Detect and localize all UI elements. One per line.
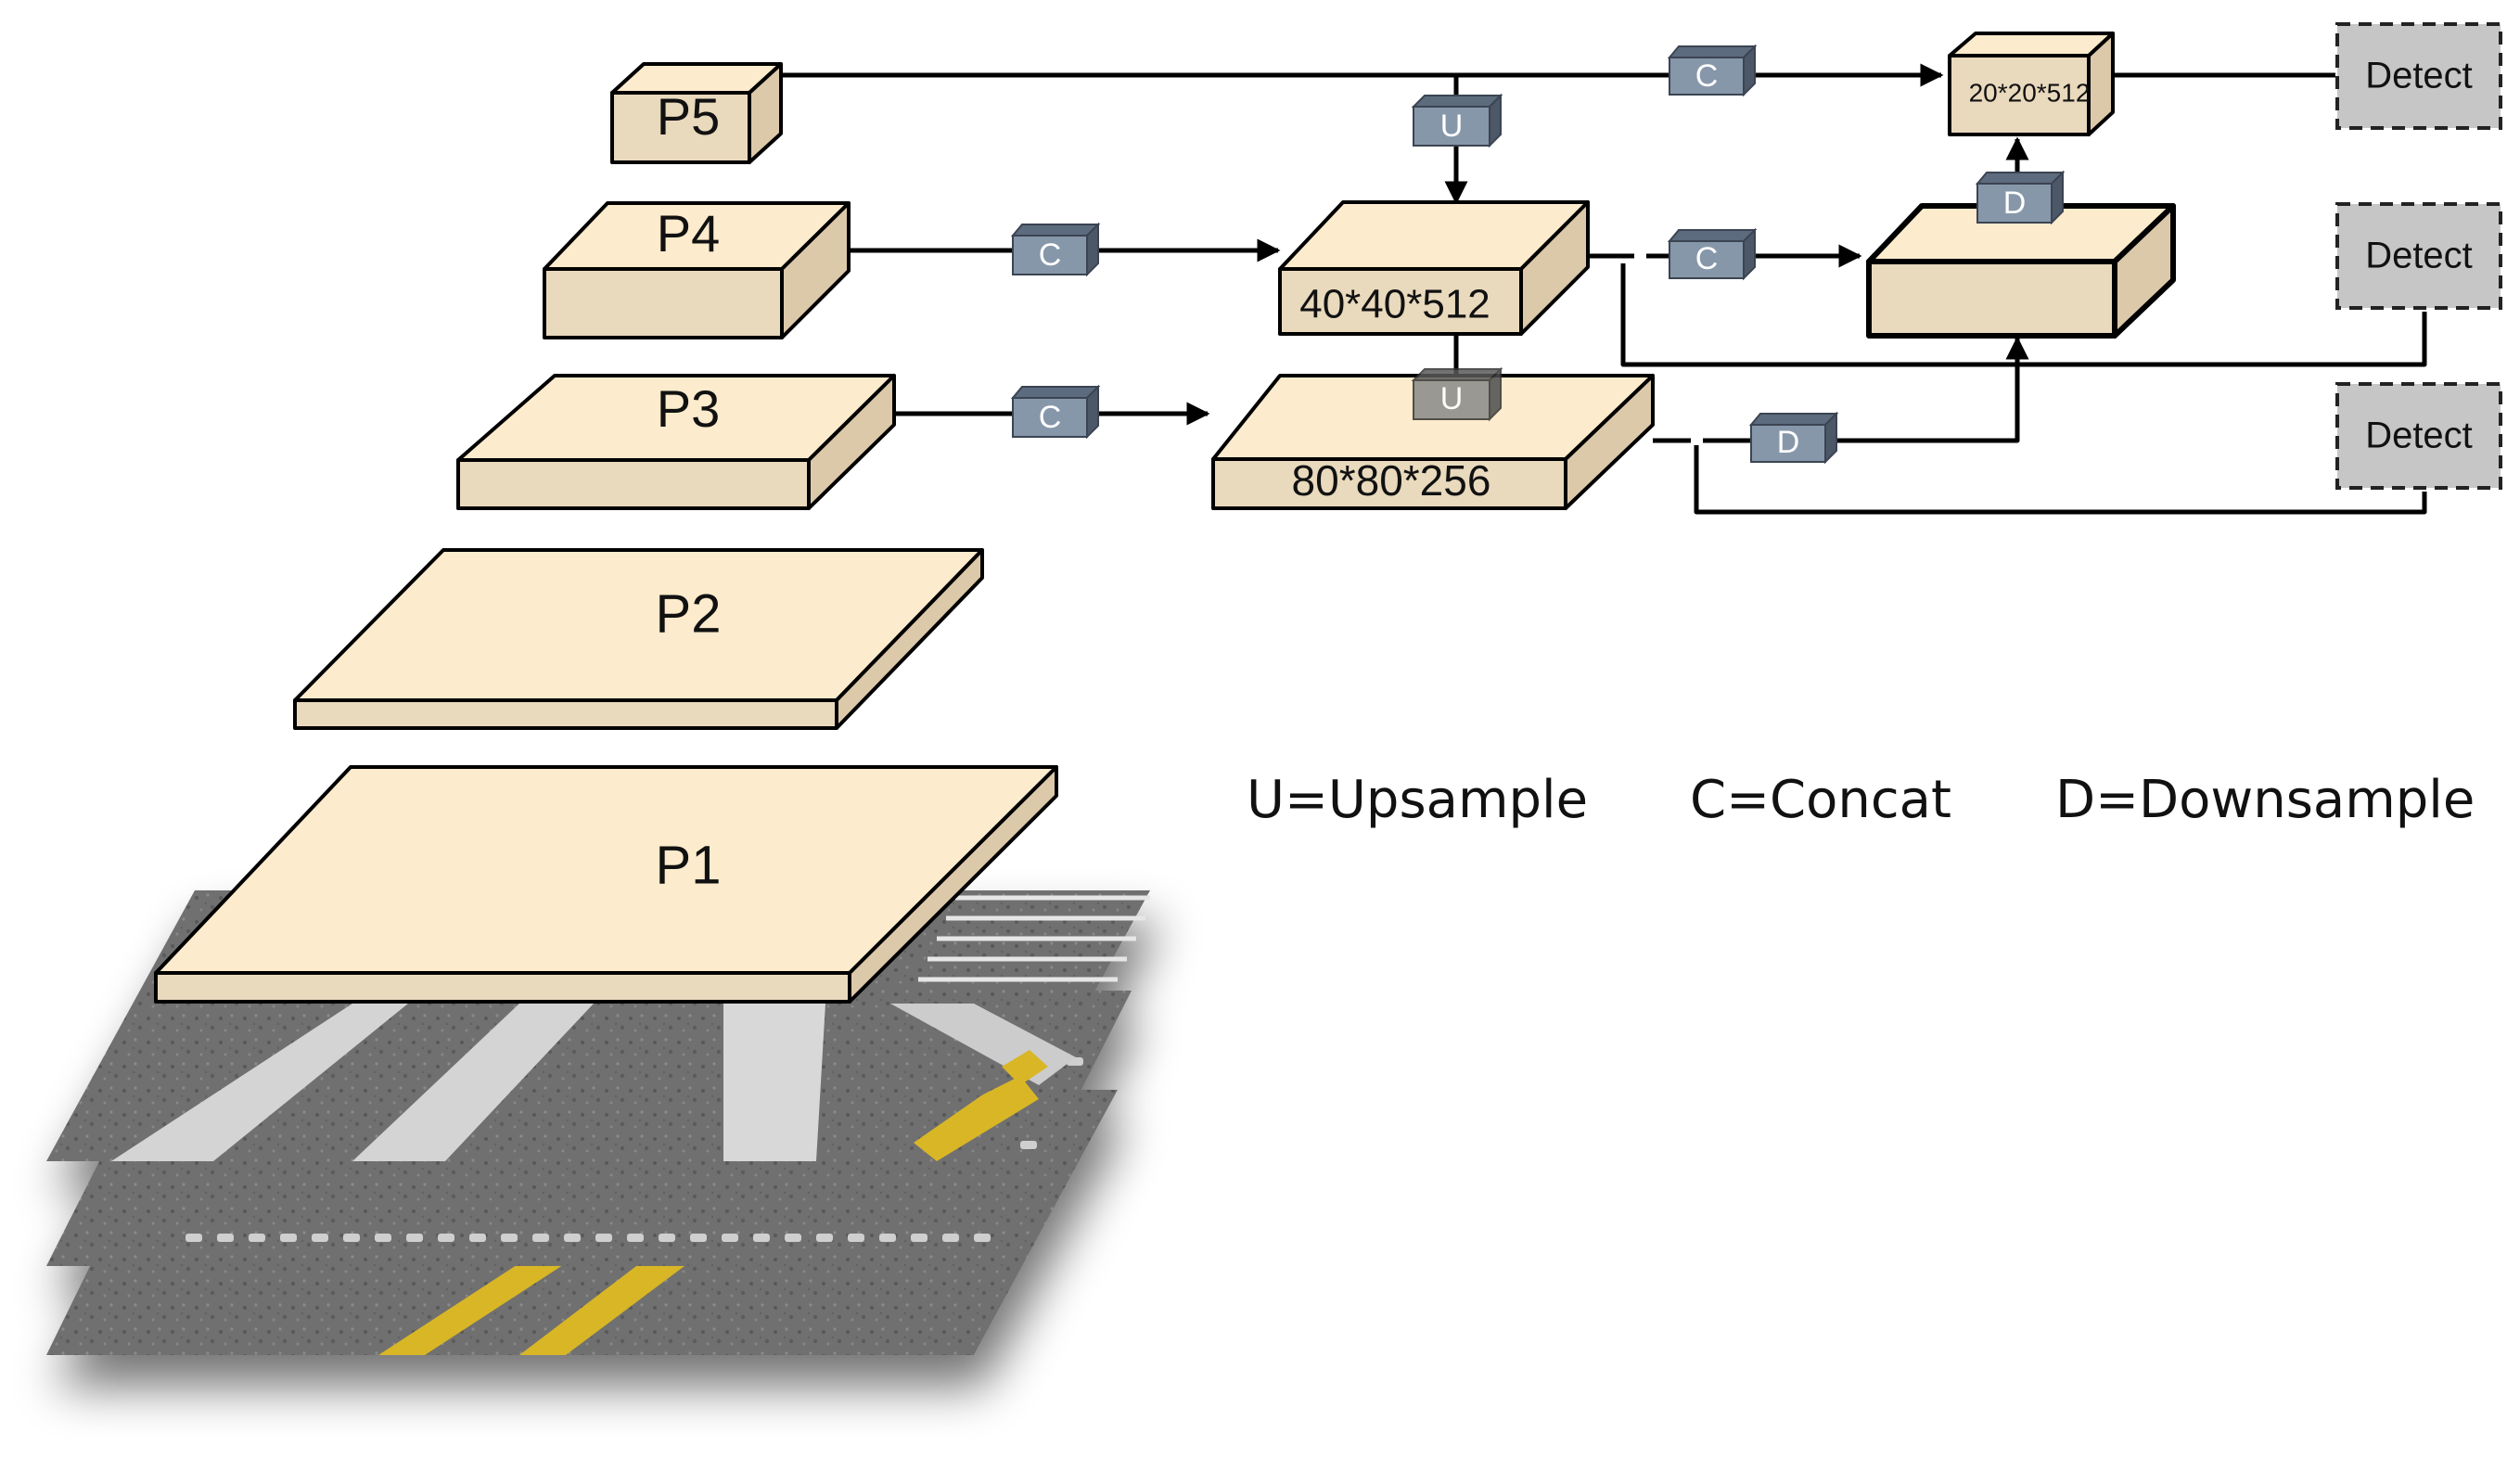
label-p1: P1	[656, 835, 722, 895]
crosswalk-stripe-1	[111, 1004, 408, 1161]
yellow-crosswalk-line-2	[1002, 1050, 1048, 1085]
dims-80x80: 80*80*256	[1292, 456, 1491, 505]
detect-label: Detect	[2365, 236, 2473, 276]
node-20x20x512: 20*20*512	[1948, 32, 2115, 136]
road-dot	[627, 1234, 644, 1242]
op-concat-40x40: C	[1667, 227, 1758, 281]
road-dot	[280, 1234, 297, 1242]
road-dot	[848, 1234, 864, 1242]
road-dot	[722, 1234, 738, 1242]
road-dot	[438, 1234, 454, 1242]
road-dot	[659, 1234, 675, 1242]
road-dot	[785, 1234, 801, 1242]
op-label: C	[1695, 241, 1719, 276]
label-p5: P5	[657, 87, 721, 146]
detect-head-1: Detect	[2335, 22, 2502, 130]
road-image-stack	[46, 890, 1150, 1355]
node-mid-aggregation	[1866, 203, 2176, 339]
detect-head-3: Detect	[2335, 382, 2502, 490]
block-p4: P4	[543, 201, 851, 339]
road-dot	[595, 1234, 612, 1242]
road-dot	[564, 1234, 581, 1242]
block-p2: P2	[293, 548, 984, 730]
crosswalk-stripe-2	[352, 1004, 594, 1161]
op-label: C	[1695, 58, 1719, 94]
crosswalk-stripe-3	[723, 1004, 825, 1161]
road-dot	[185, 1234, 202, 1242]
dims-20x20: 20*20*512	[1969, 78, 2091, 107]
road-dot	[1020, 1141, 1037, 1149]
road-dot	[343, 1234, 360, 1242]
op-upsample-p5: U	[1411, 93, 1503, 148]
road-dot	[217, 1234, 234, 1242]
yellow-crosswalk-line-1	[914, 1076, 1039, 1161]
yellow-line-2	[519, 1263, 688, 1355]
op-label: C	[1039, 237, 1062, 273]
road-dot	[469, 1234, 486, 1242]
road-dot	[816, 1234, 833, 1242]
block-p5: P5	[610, 62, 783, 164]
edge-40x40-to-detect-2	[1620, 263, 2427, 367]
op-concat-p4: C	[1010, 222, 1101, 277]
detect-label: Detect	[2365, 56, 2473, 96]
road-dot	[911, 1234, 927, 1242]
road-dot	[406, 1234, 423, 1242]
legend-downsample: D=Downsample	[2055, 770, 2475, 830]
op-label: U	[1440, 381, 1464, 416]
detect-head-2: Detect	[2335, 202, 2502, 310]
op-concat-p3: C	[1010, 384, 1101, 440]
block-p1: P1	[154, 765, 1058, 1004]
block-p3: P3	[456, 374, 896, 510]
legend-concat: C=Concat	[1690, 770, 1951, 830]
dims-40x40: 40*40*512	[1299, 282, 1490, 327]
detect-label: Detect	[2365, 416, 2473, 456]
op-concat-p5: C	[1667, 44, 1758, 97]
road-dot	[532, 1234, 549, 1242]
road-dot	[753, 1234, 770, 1242]
label-p2: P2	[656, 583, 722, 644]
road-dot	[312, 1234, 328, 1242]
op-downsample-80x80: D	[1748, 411, 1839, 465]
edge-80x80-to-detect-3	[1694, 445, 2427, 515]
op-downsample-mid: D	[1975, 170, 2066, 225]
op-upsample-40x40: U	[1411, 366, 1503, 422]
label-p4: P4	[657, 204, 721, 262]
road-dot	[942, 1234, 959, 1242]
label-p3: P3	[657, 379, 721, 438]
node-40x40x512: 40*40*512	[1278, 200, 1590, 336]
distant-crosswalk	[918, 895, 1150, 982]
road-dot	[501, 1234, 518, 1242]
legend-upsample: U=Upsample	[1247, 770, 1589, 830]
road-dot	[375, 1234, 391, 1242]
road-dot	[690, 1234, 707, 1242]
road-dot	[974, 1234, 991, 1242]
op-label: D	[2003, 185, 2027, 221]
op-label: C	[1039, 400, 1062, 435]
op-label: D	[1777, 425, 1800, 460]
op-label: U	[1440, 109, 1464, 144]
yellow-line-1	[378, 1263, 566, 1355]
road-dot	[879, 1234, 896, 1242]
road-dot	[249, 1234, 265, 1242]
